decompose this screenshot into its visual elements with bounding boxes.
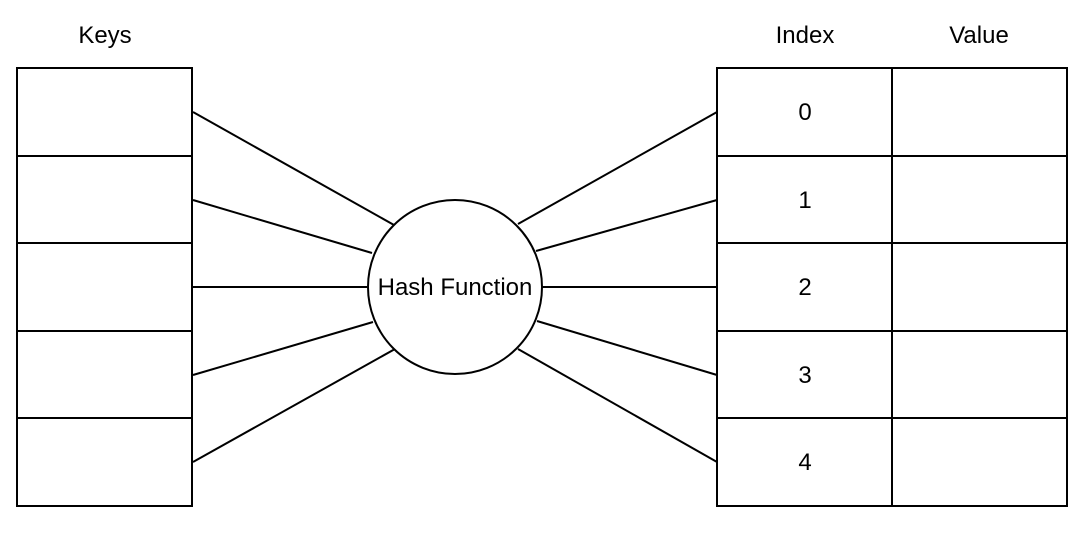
value-cell-3 [891, 330, 1068, 419]
key-cell-2 [16, 242, 193, 332]
index-cell-0 [716, 67, 893, 157]
index-column: 0 1 2 3 4 [716, 67, 893, 507]
edge-key-0 [192, 111, 395, 226]
key-cell-3 [16, 330, 193, 419]
keys-column [16, 67, 193, 507]
value-cell-0 [891, 67, 1068, 157]
edge-key-3 [192, 321, 374, 376]
hash-function-circle [367, 199, 543, 375]
index-edges [517, 111, 718, 463]
key-cell-4 [16, 417, 193, 507]
hash-function-label: Hash Function [378, 274, 533, 301]
key-edges [192, 111, 396, 463]
edge-key-4 [192, 348, 396, 463]
value-heading: Value [949, 22, 1009, 49]
key-cell-1 [16, 155, 193, 244]
edge-index-3 [536, 320, 718, 376]
value-cell-2 [891, 242, 1068, 332]
key-cell-0 [16, 67, 193, 157]
value-column [891, 67, 1068, 507]
keys-heading: Keys [78, 22, 131, 49]
hash-function-node: Hash Function [367, 199, 543, 375]
index-label-0: 0 [798, 99, 811, 126]
edge-index-0 [517, 111, 718, 225]
index-label-4: 4 [798, 449, 811, 476]
index-label-3: 3 [798, 362, 811, 389]
index-label-2: 2 [798, 274, 811, 301]
edge-key-1 [192, 199, 373, 254]
value-cell-4 [891, 417, 1068, 507]
edge-index-4 [517, 348, 718, 463]
value-cell-1 [891, 155, 1068, 244]
edge-index-1 [535, 199, 718, 252]
index-heading: Index [776, 22, 835, 49]
index-label-1: 1 [798, 187, 811, 214]
